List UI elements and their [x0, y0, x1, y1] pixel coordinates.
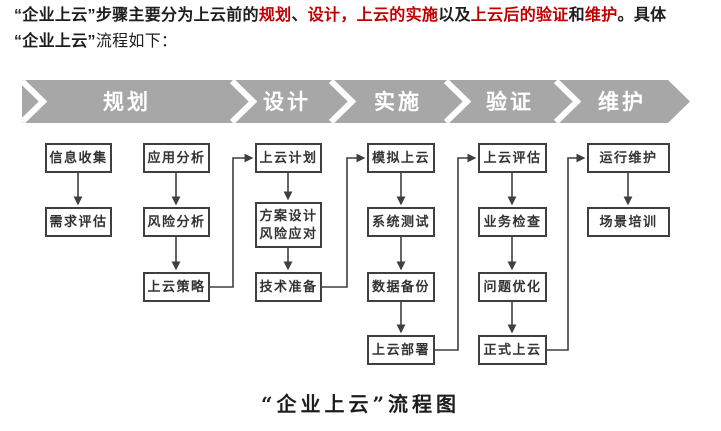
intro-line-1: “企业上云”步骤主要分为上云前的规划、设计，上云的实施以及上云后的验证和维护。具… — [14, 3, 714, 29]
intro-highlight: 规划 — [258, 7, 292, 24]
flow-box-issue-opt: 问题优化 — [478, 272, 547, 302]
flow-box-label: 风险应对 — [259, 226, 318, 241]
flow-box-label: 上云评估 — [483, 150, 542, 165]
flow-box-label: 上云部署 — [371, 342, 430, 357]
flow-box-label: 风险分析 — [147, 214, 206, 229]
flow-box-label: 信息收集 — [49, 150, 108, 165]
flow-box-label: 技术准备 — [259, 279, 318, 294]
connector-arrow — [322, 153, 366, 288]
intro-text: 和 — [568, 7, 585, 24]
flow-box-cloud-strategy: 上云策略 — [143, 272, 210, 302]
flow-box-app-analysis: 应用分析 — [143, 143, 210, 173]
flow-box-sys-test: 系统测试 — [367, 207, 435, 237]
intro-text: “企业上云” — [14, 33, 96, 50]
phase-label-4: 验证 — [486, 90, 534, 114]
flow-box-sim-cloud: 模拟上云 — [367, 143, 435, 173]
connector-arrow — [210, 153, 254, 288]
intro-text: “企业上云” — [14, 7, 96, 24]
flow-box-label: 模拟上云 — [371, 150, 430, 165]
flow-box-solution-design: 方案设计风险应对 — [255, 202, 322, 248]
flow-box-tech-prep: 技术准备 — [255, 272, 322, 302]
banner-chevron-icon — [229, 78, 258, 125]
diagram-caption: “企业上云”流程图 — [260, 392, 460, 416]
flow-box-cloud-plan: 上云计划 — [255, 143, 322, 173]
connector-arrow — [435, 153, 477, 351]
intro-highlight: 上云的实施 — [356, 7, 439, 24]
flow-box-label: 需求评估 — [49, 214, 108, 229]
flow-box-label: 数据备份 — [371, 279, 430, 294]
flow-box-label: 应用分析 — [147, 150, 206, 165]
phase-label-2: 设计 — [263, 91, 311, 114]
intro-highlight: 维护 — [584, 7, 618, 24]
flow-box-risk-analysis: 风险分析 — [143, 207, 210, 237]
phase-label-1: 规划 — [103, 91, 151, 114]
flow-box-data-backup: 数据备份 — [367, 272, 435, 302]
flow-box-label: 运行维护 — [599, 150, 658, 165]
banner-chevron-icon — [19, 78, 48, 125]
flow-box-op-maint: 运行维护 — [587, 143, 670, 173]
flow-box-biz-check: 业务检查 — [478, 207, 547, 237]
intro-text: 以及 — [438, 7, 471, 24]
flow-box-label: 业务检查 — [483, 214, 542, 229]
intro-text: 流程如下： — [95, 33, 178, 50]
phase-label-5: 维护 — [598, 90, 646, 114]
flow-box-info-collect: 信息收集 — [45, 143, 112, 173]
flow-box-label: 方案设计 — [259, 208, 318, 223]
intro-highlight: ， — [340, 7, 357, 24]
connector-arrow — [547, 153, 586, 351]
intro-paragraph: “企业上云”步骤主要分为上云前的规划、设计，上云的实施以及上云后的验证和维护。具… — [14, 3, 714, 55]
flow-box-label: 正式上云 — [483, 342, 542, 357]
intro-highlight: 设计 — [307, 7, 341, 24]
intro-line-2: “企业上云”流程如下： — [14, 29, 714, 55]
flow-box-label: 系统测试 — [371, 214, 430, 229]
intro-text: 、 — [291, 7, 308, 24]
flow-box-scene-training: 场景培训 — [587, 207, 670, 237]
flow-box-cloud-eval: 上云评估 — [478, 143, 547, 173]
flow-box-label: 上云计划 — [259, 150, 318, 165]
banner-chevron-icon — [443, 78, 472, 125]
flow-box-cloud-deploy: 上云部署 — [367, 335, 435, 365]
banner-chevron-icon — [553, 78, 582, 125]
flow-box-label: 问题优化 — [483, 279, 542, 294]
phase-label-3: 实施 — [374, 90, 422, 114]
intro-text: 。具体 — [617, 7, 667, 24]
intro-highlight: 上云后的验证 — [470, 7, 569, 24]
flow-box-label: 上云策略 — [147, 279, 206, 294]
flow-box-demand-eval: 需求评估 — [45, 207, 112, 237]
intro-text: 步骤主要分为上云前的 — [95, 7, 259, 24]
banner-chevron-icon — [328, 78, 357, 125]
flow-box-official-cloud: 正式上云 — [478, 335, 547, 365]
flow-box-label: 场景培训 — [599, 214, 658, 229]
